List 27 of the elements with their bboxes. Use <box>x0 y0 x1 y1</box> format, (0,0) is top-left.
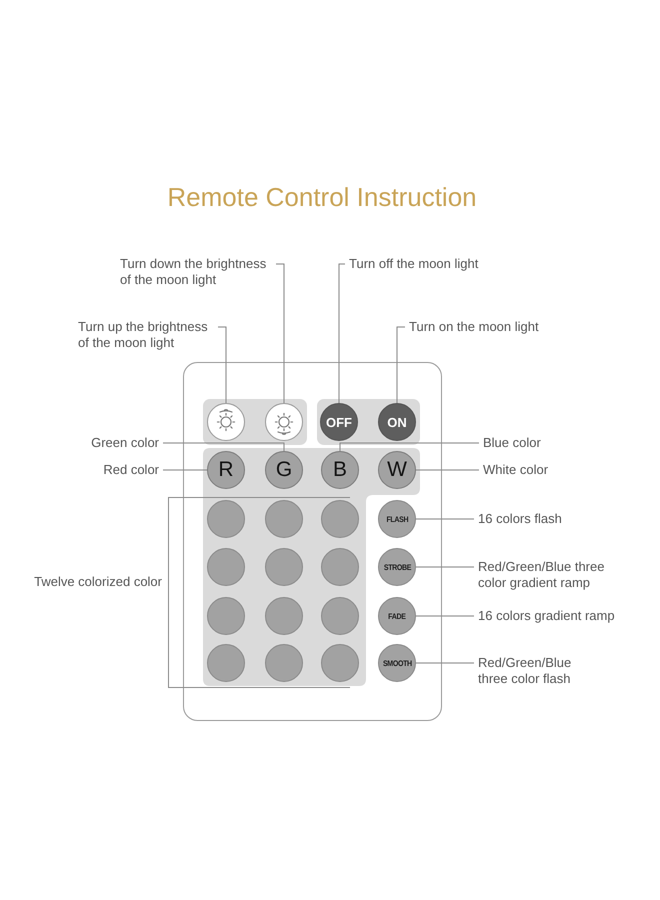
callout-text: Red/Green/Blue three color gradient ramp <box>474 559 624 591</box>
leader-line <box>396 326 406 404</box>
callout-text: Turn up the brightness of the moon light <box>74 319 218 351</box>
leader-line <box>416 518 474 520</box>
callout-text: 16 colors flash <box>474 511 566 527</box>
callout-text: Green color <box>87 435 163 451</box>
leader-line <box>338 264 346 404</box>
callout-text: White color <box>479 462 552 478</box>
leader-line <box>162 442 284 452</box>
leader-line <box>416 566 474 568</box>
callout-text: Red color <box>99 462 163 478</box>
callout-text: Red/Green/Blue three color flash <box>474 655 592 687</box>
callout-text: Turn off the moon light <box>345 256 482 272</box>
leader-line <box>218 326 226 404</box>
round-button: FLASH <box>378 500 416 538</box>
round-button: SMOOTH <box>378 644 416 682</box>
leader-line <box>340 442 480 452</box>
round-button: FADE <box>378 597 416 635</box>
leader-line <box>276 264 284 404</box>
leader-line <box>416 662 474 664</box>
callout-text: Turn down the brightness of the moon light <box>116 256 276 288</box>
callout-text: Turn on the moon light <box>405 319 543 335</box>
callout-text: Blue color <box>479 435 545 451</box>
callout-text: 16 colors gradient ramp <box>474 608 619 624</box>
title: Remote Control Instruction <box>167 181 477 213</box>
callout-text: Twelve colorized color <box>33 574 163 590</box>
round-button: STROBE <box>378 548 416 586</box>
